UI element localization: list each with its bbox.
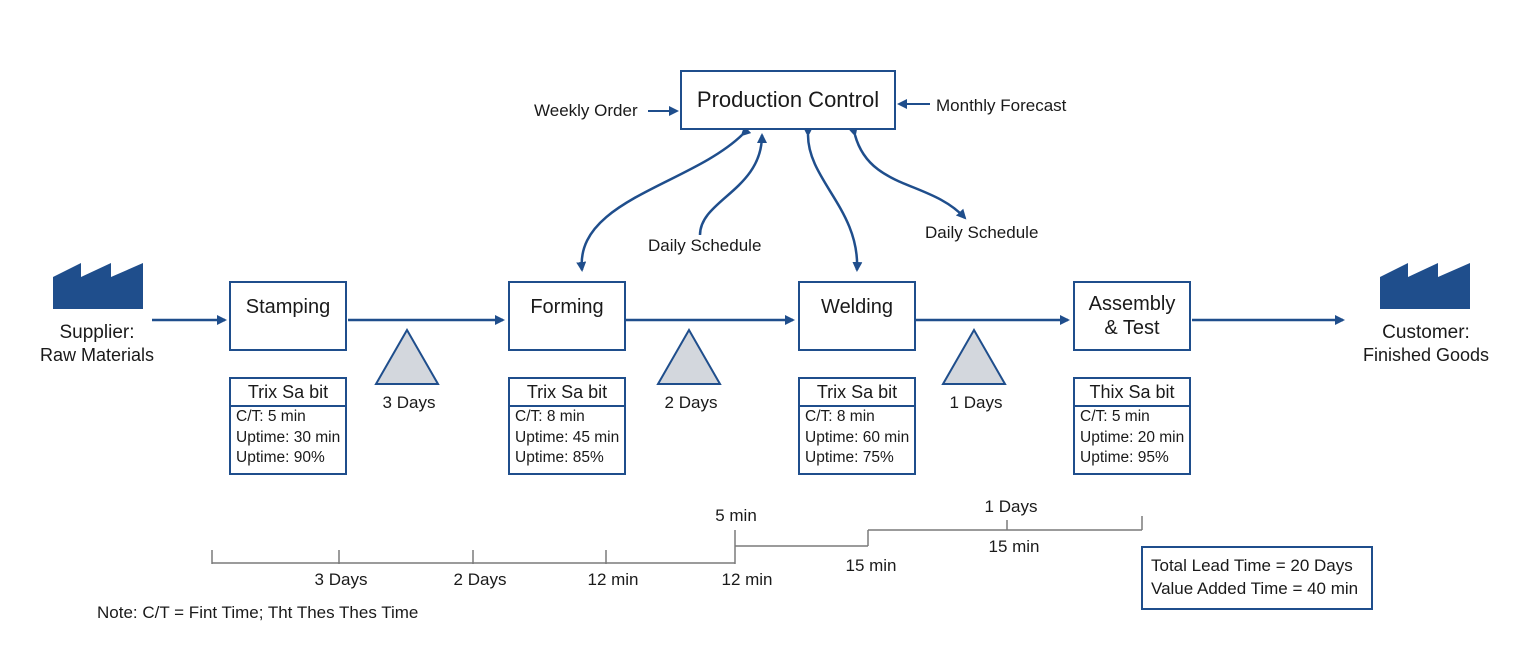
data-box-stamping: Trix Sa bit C/T: 5 min Uptime: 30 min Up… bbox=[229, 377, 347, 475]
data-line: Uptime: 95% bbox=[1080, 449, 1169, 466]
data-box-assembly: Thix Sa bit C/T: 5 min Uptime: 20 min Up… bbox=[1073, 377, 1191, 475]
data-line: Uptime: 90% bbox=[236, 449, 325, 466]
process-name-welding: Welding bbox=[821, 296, 893, 318]
data-line: Uptime: 85% bbox=[515, 449, 604, 466]
customer-factory-icon bbox=[1380, 263, 1470, 309]
info-curve-forming bbox=[698, 133, 767, 236]
process-name-assembly-line1: Assembly bbox=[1088, 293, 1176, 315]
timeline-label: 2 Days bbox=[453, 570, 507, 589]
footnote: Note: C/T = Fint Time; Tht Thes Thes Tim… bbox=[97, 603, 419, 622]
data-box-welding: Trix Sa bit C/T: 8 min Uptime: 60 min Up… bbox=[798, 377, 916, 475]
production-control-box: Production Control bbox=[680, 70, 896, 130]
timeline-label: 15 min bbox=[988, 537, 1040, 556]
daily-schedule-label-left: Daily Schedule bbox=[648, 236, 762, 255]
lead-time-summary-box: Total Lead Time = 20 Days Value Added Ti… bbox=[1141, 546, 1373, 610]
data-line: C/T: 5 min bbox=[1080, 408, 1150, 425]
data-line: Uptime: 30 min bbox=[236, 428, 341, 446]
info-curve-welding bbox=[802, 126, 863, 272]
data-box-title: Trix Sa bit bbox=[800, 379, 914, 407]
inventory-label-3: 1 Days bbox=[949, 393, 1003, 412]
daily-schedule-label-right: Daily Schedule bbox=[925, 223, 1039, 242]
timeline-label: 3 Days bbox=[314, 570, 368, 589]
info-curve-stamping bbox=[576, 125, 752, 272]
monthly-forecast-label: Monthly Forecast bbox=[936, 96, 1067, 115]
inventory-triangle-2 bbox=[656, 327, 722, 385]
production-control-label: Production Control bbox=[696, 87, 880, 112]
data-line: C/T: 8 min bbox=[515, 408, 585, 425]
data-box-title: Trix Sa bit bbox=[231, 379, 345, 407]
process-name-stamping: Stamping bbox=[245, 296, 331, 318]
data-line: Uptime: 75% bbox=[805, 449, 894, 466]
customer-name: Customer: bbox=[1382, 322, 1470, 343]
data-line: C/T: 8 min bbox=[805, 408, 875, 425]
data-box-title: Thix Sa bit bbox=[1075, 379, 1189, 407]
inventory-label-1: 3 Days bbox=[382, 393, 436, 412]
process-box-welding: Welding bbox=[798, 281, 916, 351]
timeline-label: 12 min bbox=[721, 570, 773, 589]
process-box-forming: Forming bbox=[508, 281, 626, 351]
inventory-label-2: 2 Days bbox=[664, 393, 718, 412]
process-name-forming: Forming bbox=[530, 296, 604, 318]
info-curve-assembly bbox=[848, 125, 967, 220]
process-box-assembly: Assembly & Test bbox=[1073, 281, 1191, 351]
data-line: Uptime: 20 min bbox=[1080, 428, 1185, 446]
customer-sub: Finished Goods bbox=[1362, 345, 1490, 365]
supplier-name: Supplier: bbox=[59, 322, 135, 343]
data-box-title: Trix Sa bit bbox=[510, 379, 624, 407]
data-line: Uptime: 45 min bbox=[515, 428, 620, 446]
process-box-stamping: Stamping bbox=[229, 281, 347, 351]
supplier-sub: Raw Materials bbox=[39, 345, 155, 365]
inventory-triangle-3 bbox=[941, 327, 1007, 385]
inventory-triangle-1 bbox=[374, 327, 440, 385]
data-line: Uptime: 60 min bbox=[805, 428, 910, 446]
data-box-forming: Trix Sa bit C/T: 8 min Uptime: 45 min Up… bbox=[508, 377, 626, 475]
data-line: C/T: 5 min bbox=[236, 408, 306, 425]
value-added-time: Value Added Time = 40 min bbox=[1151, 579, 1359, 598]
total-lead-time: Total Lead Time = 20 Days bbox=[1151, 556, 1353, 575]
process-name-assembly-line2: & Test bbox=[1104, 317, 1160, 339]
timeline-label: 15 min bbox=[845, 556, 897, 575]
timeline-label: 12 min bbox=[587, 570, 639, 589]
supplier-factory-icon bbox=[53, 263, 143, 309]
timeline-ladder bbox=[211, 516, 1143, 564]
weekly-order-label: Weekly Order bbox=[534, 101, 638, 120]
timeline-label: 1 Days bbox=[984, 497, 1038, 516]
timeline-label: 5 min bbox=[715, 506, 757, 525]
